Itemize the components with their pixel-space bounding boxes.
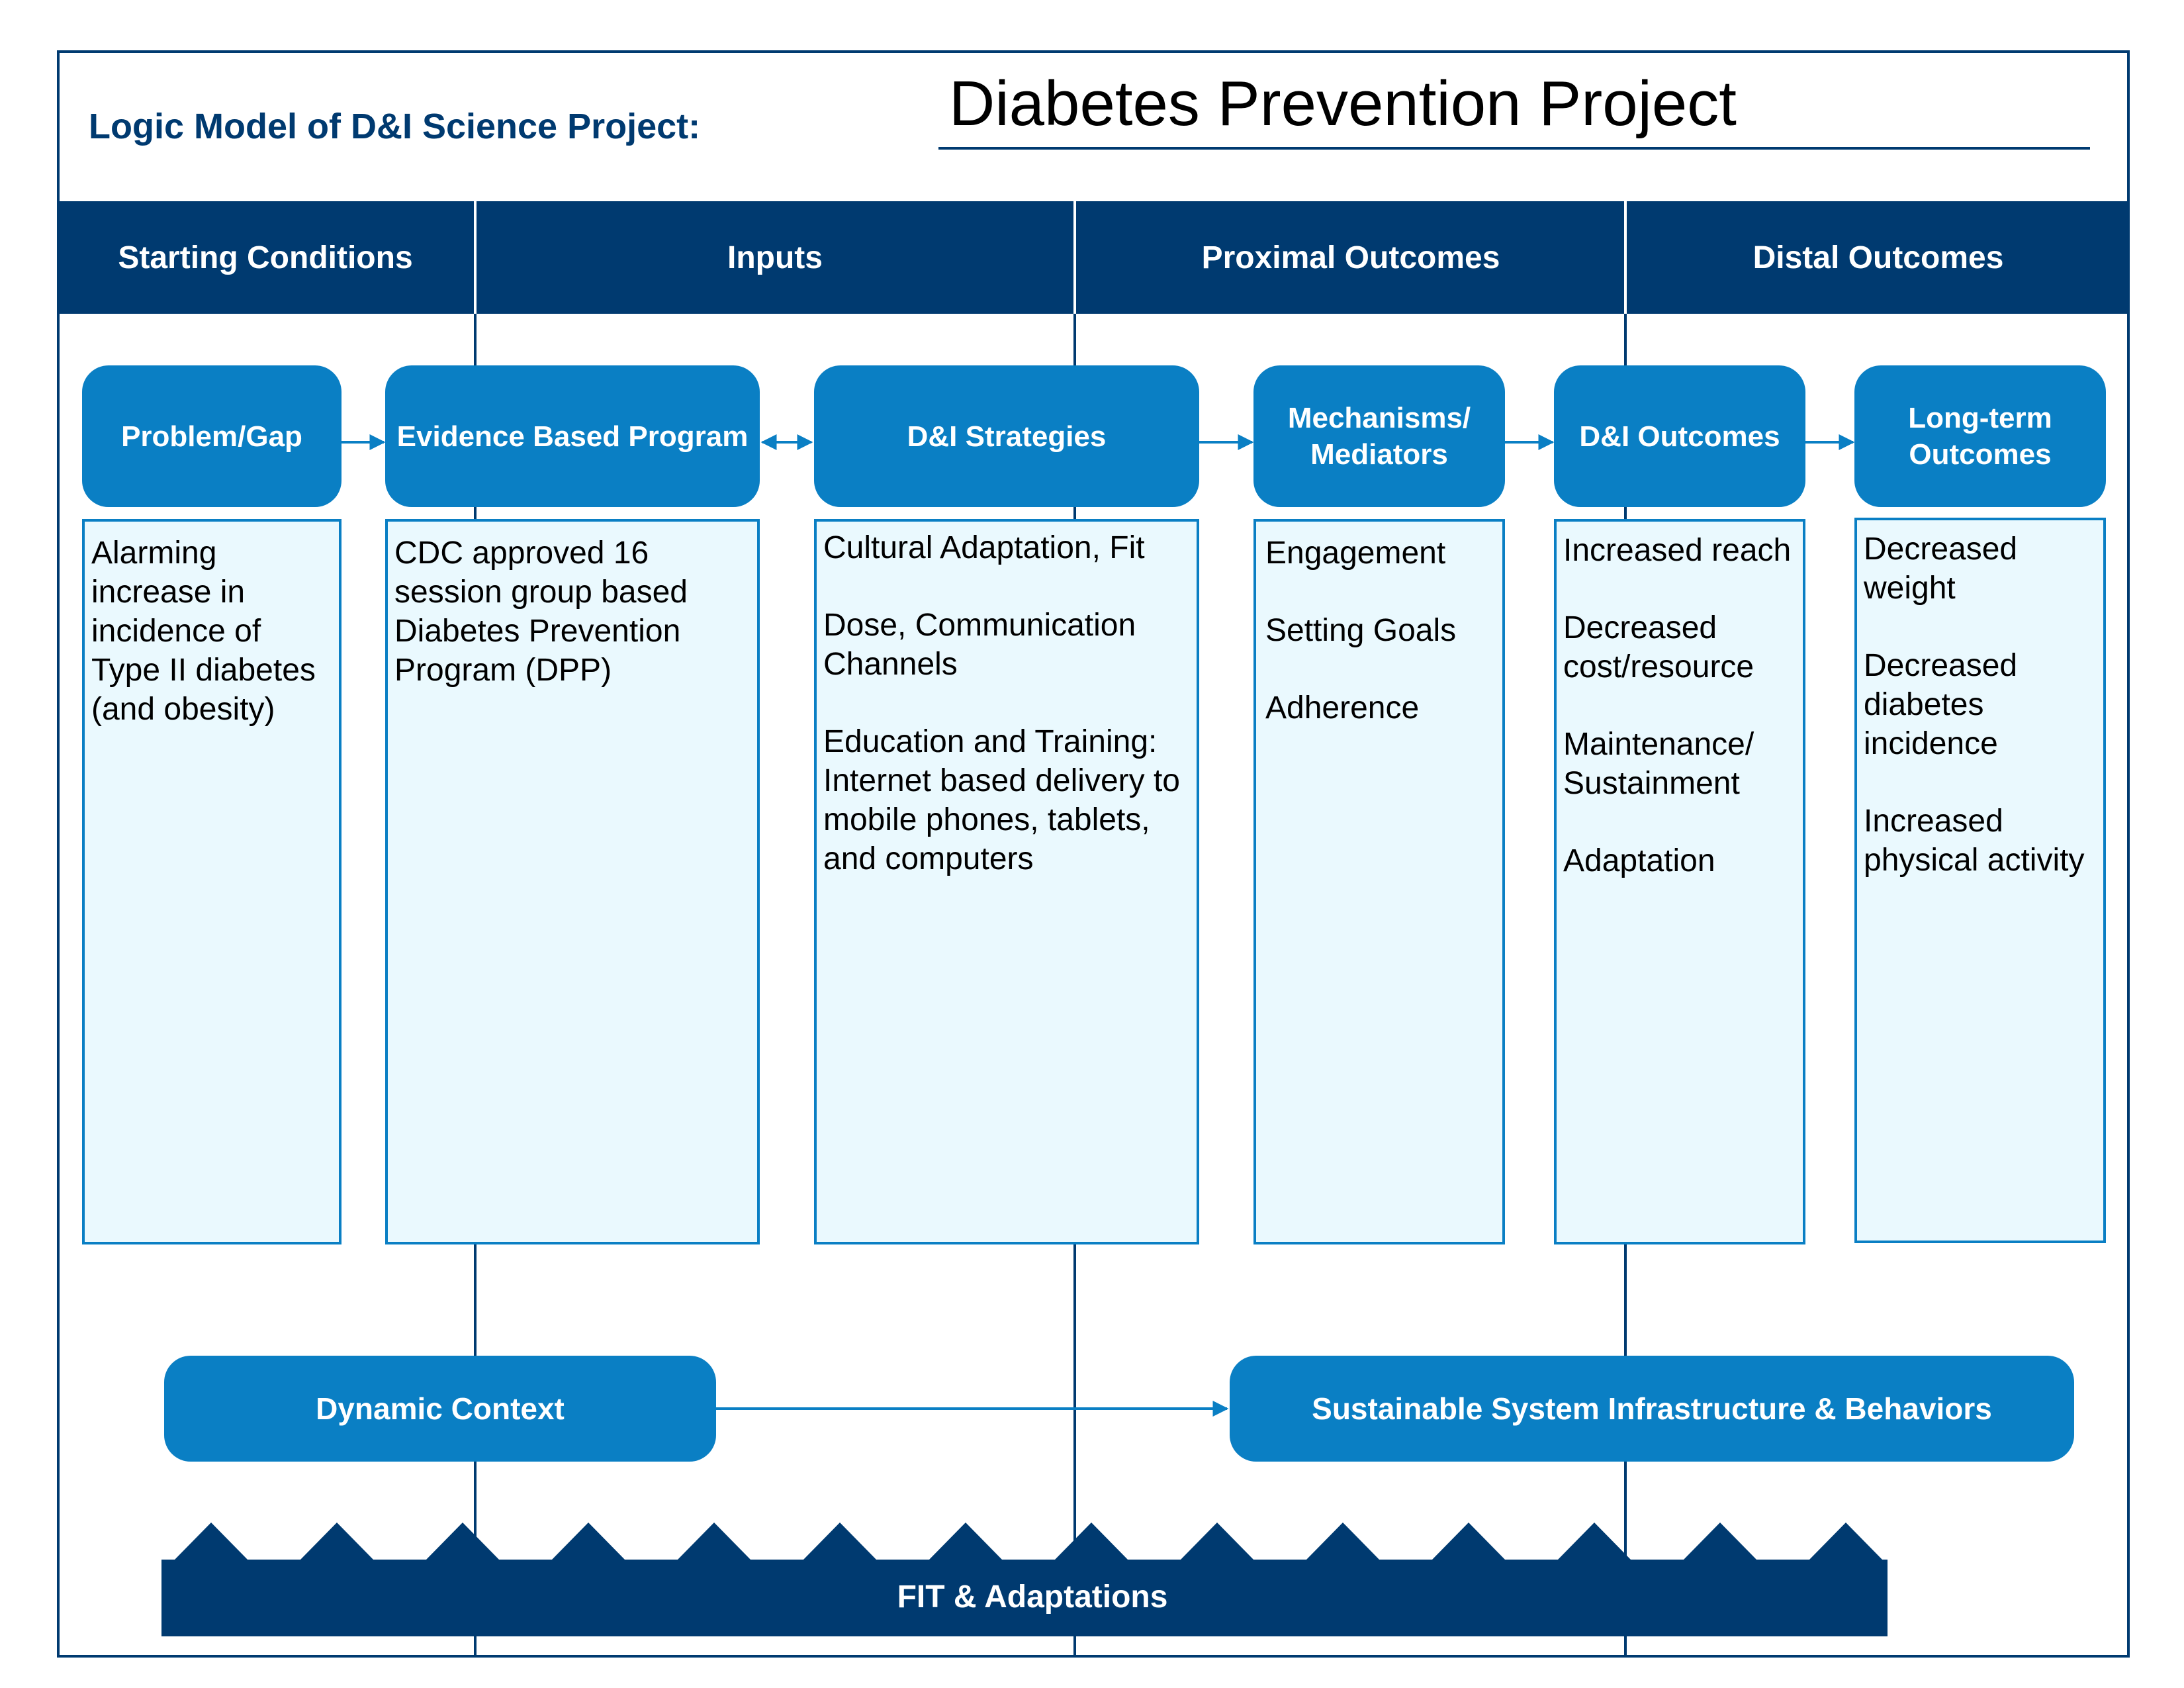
- content-item: Engagement: [1265, 536, 1446, 571]
- content-item: Dose, Communication Channels: [823, 608, 1136, 682]
- content-item: Maintenance/ Sustainment: [1563, 727, 1754, 801]
- header-divider: [1624, 201, 1627, 314]
- content-item: Decreased weight: [1864, 532, 2018, 606]
- content-item: Education and Training: Internet based d…: [823, 724, 1180, 876]
- di-outcomes-content: Increased reach Decreased cost/resource …: [1554, 519, 1805, 1244]
- content-item: Setting Goals: [1265, 613, 1457, 648]
- problem-gap-header: Problem/Gap: [82, 365, 341, 507]
- diagram-title: Diabetes Prevention Project: [949, 68, 1737, 139]
- long-term-header: Long-term Outcomes: [1854, 365, 2106, 507]
- content-item: Adaptation: [1563, 843, 1715, 878]
- content-item: Increased physical activity: [1864, 804, 2085, 878]
- content-item: Cultural Adaptation, Fit: [823, 530, 1145, 565]
- column-header-inputs: Inputs: [727, 240, 823, 275]
- column-header-bar: [57, 201, 2130, 314]
- content-item: Alarming increase in incidence of Type I…: [91, 536, 316, 727]
- mechanisms-content: Engagement Setting Goals Adherence: [1253, 519, 1505, 1244]
- content-item: Increased reach: [1563, 533, 1792, 568]
- content-item: Decreased cost/resource: [1563, 610, 1754, 684]
- column-header-distal-outcomes: Distal Outcomes: [1752, 240, 2004, 275]
- di-strategies-header: D&I Strategies: [814, 365, 1199, 507]
- evidence-program-content: CDC approved 16 session group based Diab…: [385, 519, 760, 1244]
- content-item: Adherence: [1265, 690, 1420, 726]
- content-item: Decreased diabetes incidence: [1864, 648, 2018, 761]
- dynamic-context-pill: Dynamic Context: [164, 1356, 716, 1462]
- content-item: CDC approved 16 session group based Diab…: [394, 536, 688, 688]
- diagram-subtitle: Logic Model of D&I Science Project:: [89, 107, 701, 146]
- fit-adaptations-label: FIT & Adaptations: [897, 1579, 1168, 1615]
- header-divider: [474, 201, 477, 314]
- fit-adaptations-shape: [161, 1523, 1888, 1636]
- sustainable-infrastructure-pill: Sustainable System Infrastructure & Beha…: [1230, 1356, 2074, 1462]
- column-header-starting-conditions: Starting Conditions: [118, 240, 413, 275]
- diagram-frame: [57, 50, 2130, 1658]
- mechanisms-header: Mechanisms/ Mediators: [1253, 365, 1505, 507]
- header-divider: [1073, 201, 1076, 314]
- evidence-program-header: Evidence Based Program: [385, 365, 760, 507]
- problem-gap-content: Alarming increase in incidence of Type I…: [82, 519, 341, 1244]
- column-header-proximal-outcomes: Proximal Outcomes: [1201, 240, 1500, 275]
- title-underline: [938, 147, 2090, 150]
- di-strategies-content: Cultural Adaptation, Fit Dose, Communica…: [814, 519, 1199, 1244]
- long-term-content: Decreased weight Decreased diabetes inci…: [1854, 518, 2106, 1243]
- di-outcomes-header: D&I Outcomes: [1554, 365, 1805, 507]
